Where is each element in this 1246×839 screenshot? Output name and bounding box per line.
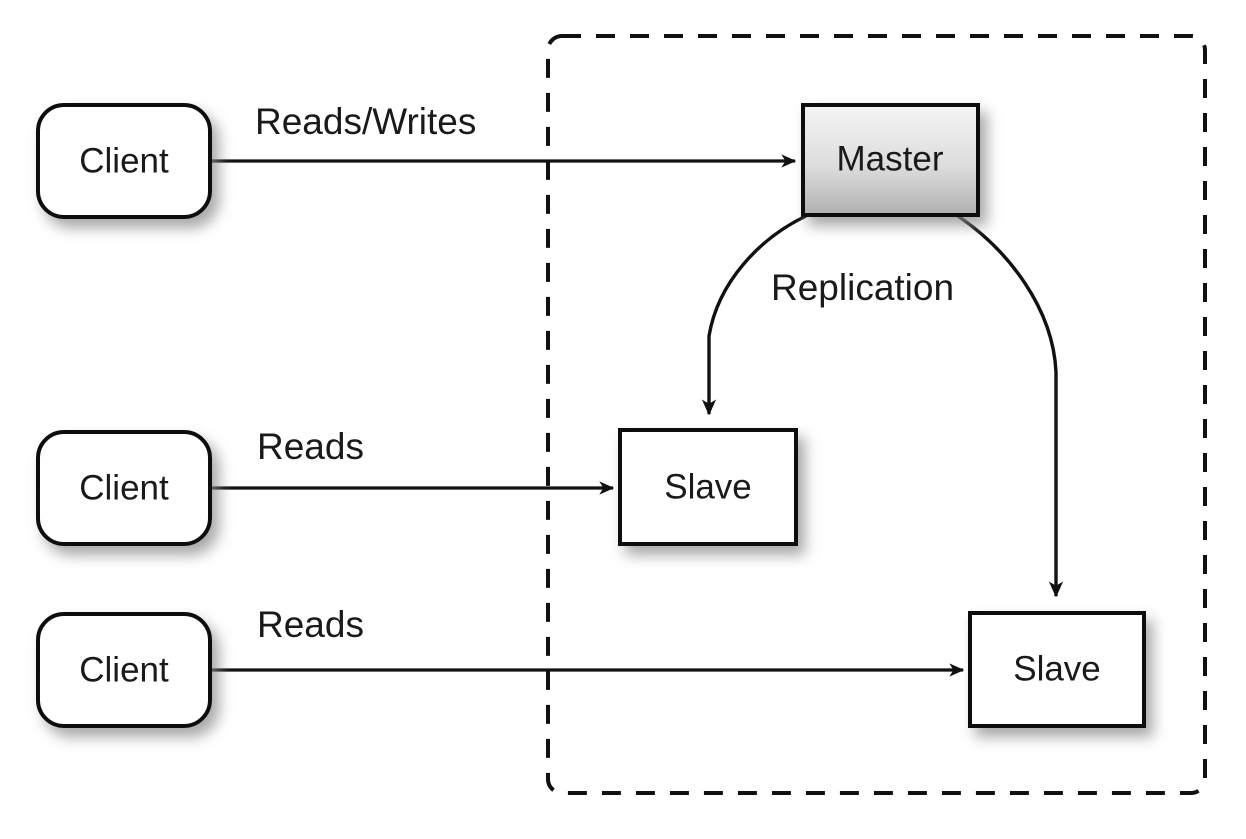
client-1-label: Client	[79, 141, 169, 180]
edge-label-reads-slave1: Reads	[257, 426, 364, 467]
client-2-label: Client	[79, 468, 169, 507]
slave-2-box[interactable]	[968, 611, 1146, 728]
client-2-box[interactable]	[36, 430, 212, 546]
client-3-box[interactable]	[36, 612, 212, 728]
node-client-3[interactable]: Client	[36, 612, 212, 728]
slave-1-label: Slave	[664, 467, 752, 506]
node-slave-2[interactable]: Slave	[968, 611, 1146, 728]
edge-master-to-slave1-curve	[701, 214, 807, 416]
master-label: Master	[837, 139, 944, 178]
slave-2-label: Slave	[1013, 649, 1101, 688]
master-box[interactable]	[801, 103, 980, 217]
node-client-1[interactable]: Client	[36, 103, 212, 219]
client-3-label: Client	[79, 650, 169, 689]
replication-boundary	[546, 34, 1207, 795]
edge-label-reads-slave2: Reads	[257, 604, 364, 645]
edge-master-to-slave2-curve	[957, 214, 1064, 598]
client-1-box[interactable]	[36, 103, 212, 219]
slave-1-box[interactable]	[618, 428, 798, 546]
node-client-2[interactable]: Client	[36, 430, 212, 546]
edge-label-reads-writes: Reads/Writes	[255, 101, 476, 142]
edge-label-replication: Replication	[771, 267, 954, 308]
node-slave-1[interactable]: Slave	[618, 428, 798, 546]
node-master[interactable]: Master	[801, 103, 980, 217]
